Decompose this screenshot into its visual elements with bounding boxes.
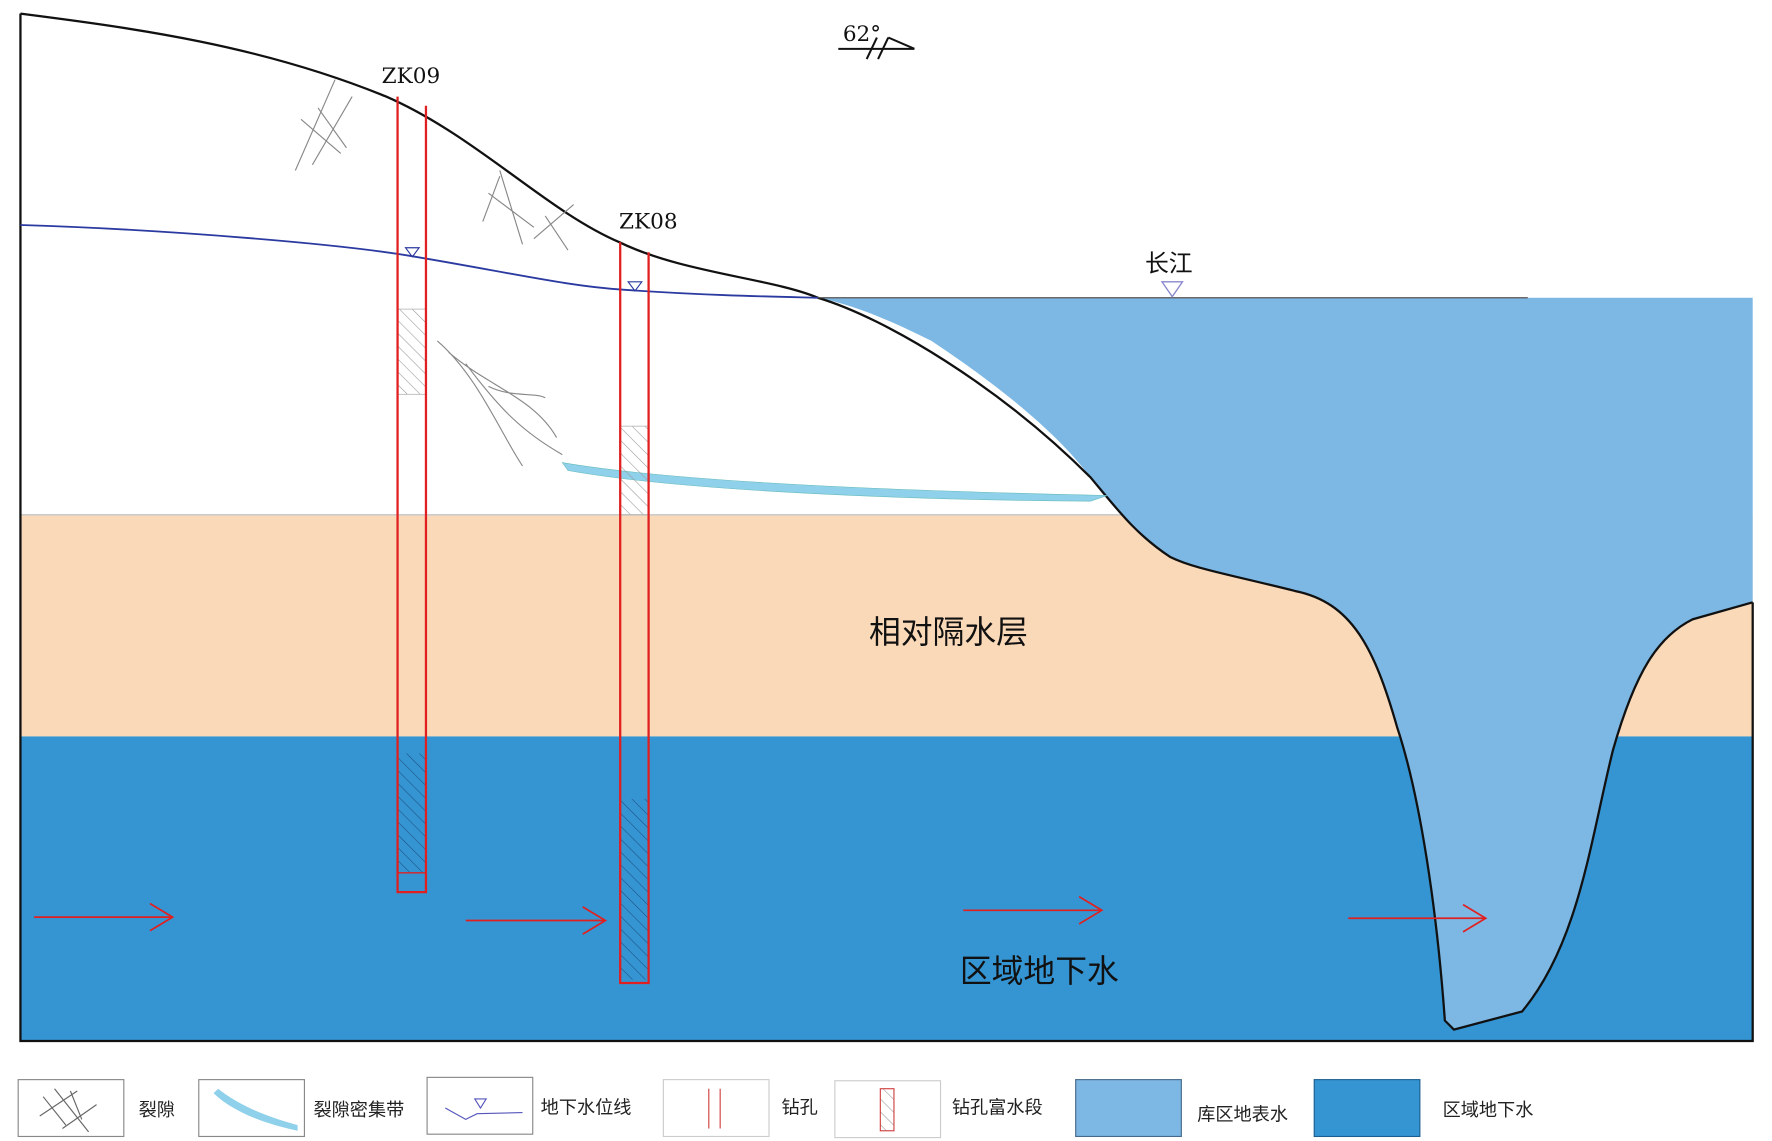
dip-angle-label: 62° bbox=[843, 22, 881, 47]
water-table-marker-zk08 bbox=[627, 281, 643, 292]
fracture-lines bbox=[294, 79, 574, 467]
borehole-water-rich-icon bbox=[879, 1088, 895, 1132]
legend-item-fracture: 裂隙 bbox=[17, 1079, 175, 1138]
ground-surface-line bbox=[20, 12, 1753, 1031]
svg-text:区域地下水: 区域地下水 bbox=[1443, 1100, 1534, 1121]
borehole-label-zk08: ZK08 bbox=[619, 209, 678, 234]
legend: 裂隙 裂隙密集带 地下水位线 钻孔 钻孔富水段 库区地表水 区域地下 bbox=[17, 1076, 1534, 1139]
legend-item-surface-water: 库区地表水 bbox=[1075, 1079, 1288, 1138]
river-level-marker bbox=[1160, 281, 1184, 298]
svg-text:库区地表水: 库区地表水 bbox=[1197, 1105, 1288, 1126]
section-frame bbox=[19, 13, 1754, 1043]
svg-text:裂隙: 裂隙 bbox=[139, 1100, 175, 1121]
borehole-zk08 bbox=[619, 242, 650, 985]
water-table-icon bbox=[444, 1098, 523, 1121]
legend-item-fracture-dense-band: 裂隙密集带 bbox=[198, 1079, 405, 1138]
svg-text:钻孔: 钻孔 bbox=[781, 1098, 817, 1119]
river-surface-water bbox=[817, 297, 1753, 1030]
fracture-dense-band-icon bbox=[213, 1088, 298, 1131]
water-table-marker-zk09 bbox=[404, 247, 421, 258]
borehole-icon bbox=[708, 1088, 721, 1129]
regional-groundwater-swatch bbox=[1313, 1079, 1421, 1138]
regional-groundwater-label: 区域地下水 bbox=[960, 952, 1119, 990]
river-label: 长江 bbox=[1145, 250, 1193, 278]
water-table-line bbox=[20, 224, 818, 299]
svg-text:钻孔富水段: 钻孔富水段 bbox=[952, 1098, 1043, 1119]
flow-arrows bbox=[34, 895, 1488, 935]
fracture-dense-band bbox=[561, 462, 1108, 502]
svg-text:地下水位线: 地下水位线 bbox=[541, 1098, 632, 1119]
legend-item-borehole: 钻孔 bbox=[662, 1079, 818, 1138]
legend-item-water-table: 地下水位线 bbox=[426, 1076, 632, 1135]
legend-item-regional-groundwater: 区域地下水 bbox=[1313, 1079, 1534, 1138]
borehole-label-zk09: ZK09 bbox=[382, 64, 441, 89]
borehole-zk09 bbox=[396, 96, 428, 894]
legend-item-borehole-water-rich: 钻孔富水段 bbox=[834, 1080, 1043, 1139]
svg-text:裂隙密集带: 裂隙密集带 bbox=[314, 1100, 405, 1121]
fracture-icon bbox=[39, 1088, 97, 1133]
surface-water-swatch bbox=[1075, 1079, 1182, 1138]
dip-symbol bbox=[838, 36, 915, 60]
aquitard-label: 相对隔水层 bbox=[869, 613, 1028, 651]
